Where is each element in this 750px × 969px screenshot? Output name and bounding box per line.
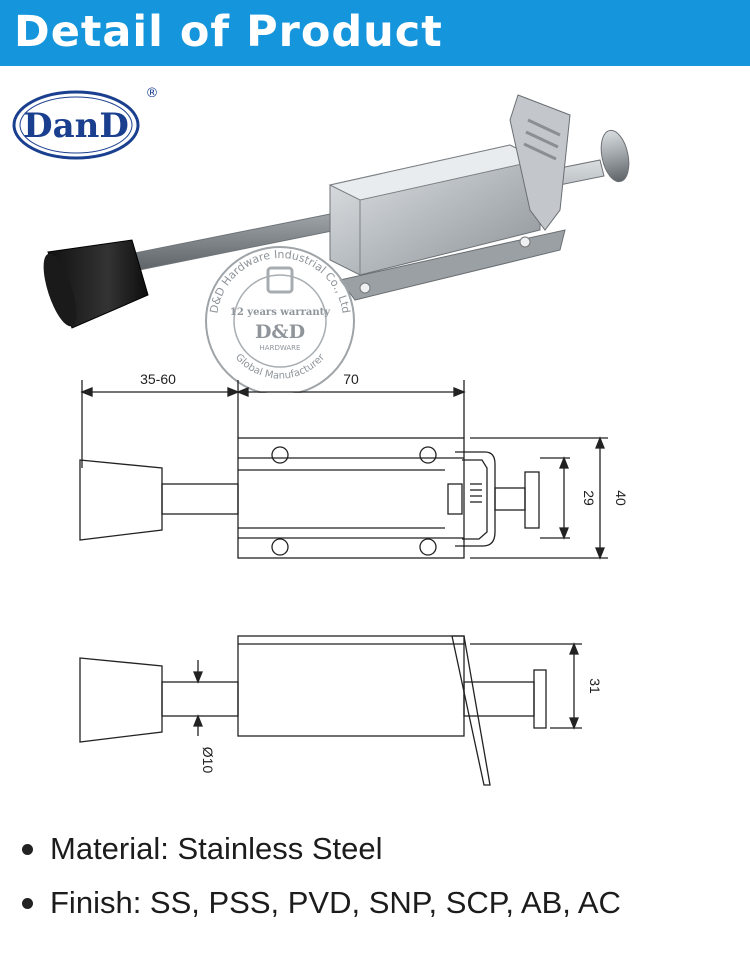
registered-mark: ® bbox=[146, 86, 159, 101]
page-header: Detail of Product bbox=[0, 0, 750, 66]
dand-logo: DanD ® bbox=[12, 86, 159, 160]
logo-text: DanD bbox=[23, 106, 129, 146]
spec-finish-text: Finish: SS, PSS, PVD, SNP, SCP, AB, AC bbox=[50, 885, 621, 920]
page-title: Detail of Product bbox=[14, 7, 443, 57]
bullet-icon bbox=[22, 897, 33, 909]
dim-label-31: 31 bbox=[587, 678, 603, 694]
watermark-warranty: 12 years warranty bbox=[230, 307, 331, 318]
dim-label-70: 70 bbox=[343, 371, 359, 387]
spec-finish: Finish: SS, PSS, PVD, SNP, SCP, AB, AC bbox=[22, 876, 742, 930]
spec-list: Material: Stainless Steel Finish: SS, PS… bbox=[22, 822, 742, 930]
watermark-sub: HARDWARE bbox=[260, 344, 301, 352]
bullet-icon bbox=[22, 843, 33, 855]
technical-drawing: 35-60 70 29 40 31 Ø10 bbox=[79, 371, 629, 786]
dim-label-35-60: 35-60 bbox=[140, 371, 176, 387]
watermark-brand: D&D bbox=[255, 321, 305, 343]
watermark-seal: D&D Hardware Industrial Co., Ltd 12 year… bbox=[205, 246, 355, 393]
product-photo bbox=[43, 94, 630, 329]
dim-label-29: 29 bbox=[581, 490, 597, 506]
dim-label-40: 40 bbox=[613, 490, 629, 506]
spec-material-text: Material: Stainless Steel bbox=[50, 831, 383, 866]
spec-material: Material: Stainless Steel bbox=[22, 822, 742, 876]
dim-label-diameter-10: Ø10 bbox=[200, 747, 216, 774]
